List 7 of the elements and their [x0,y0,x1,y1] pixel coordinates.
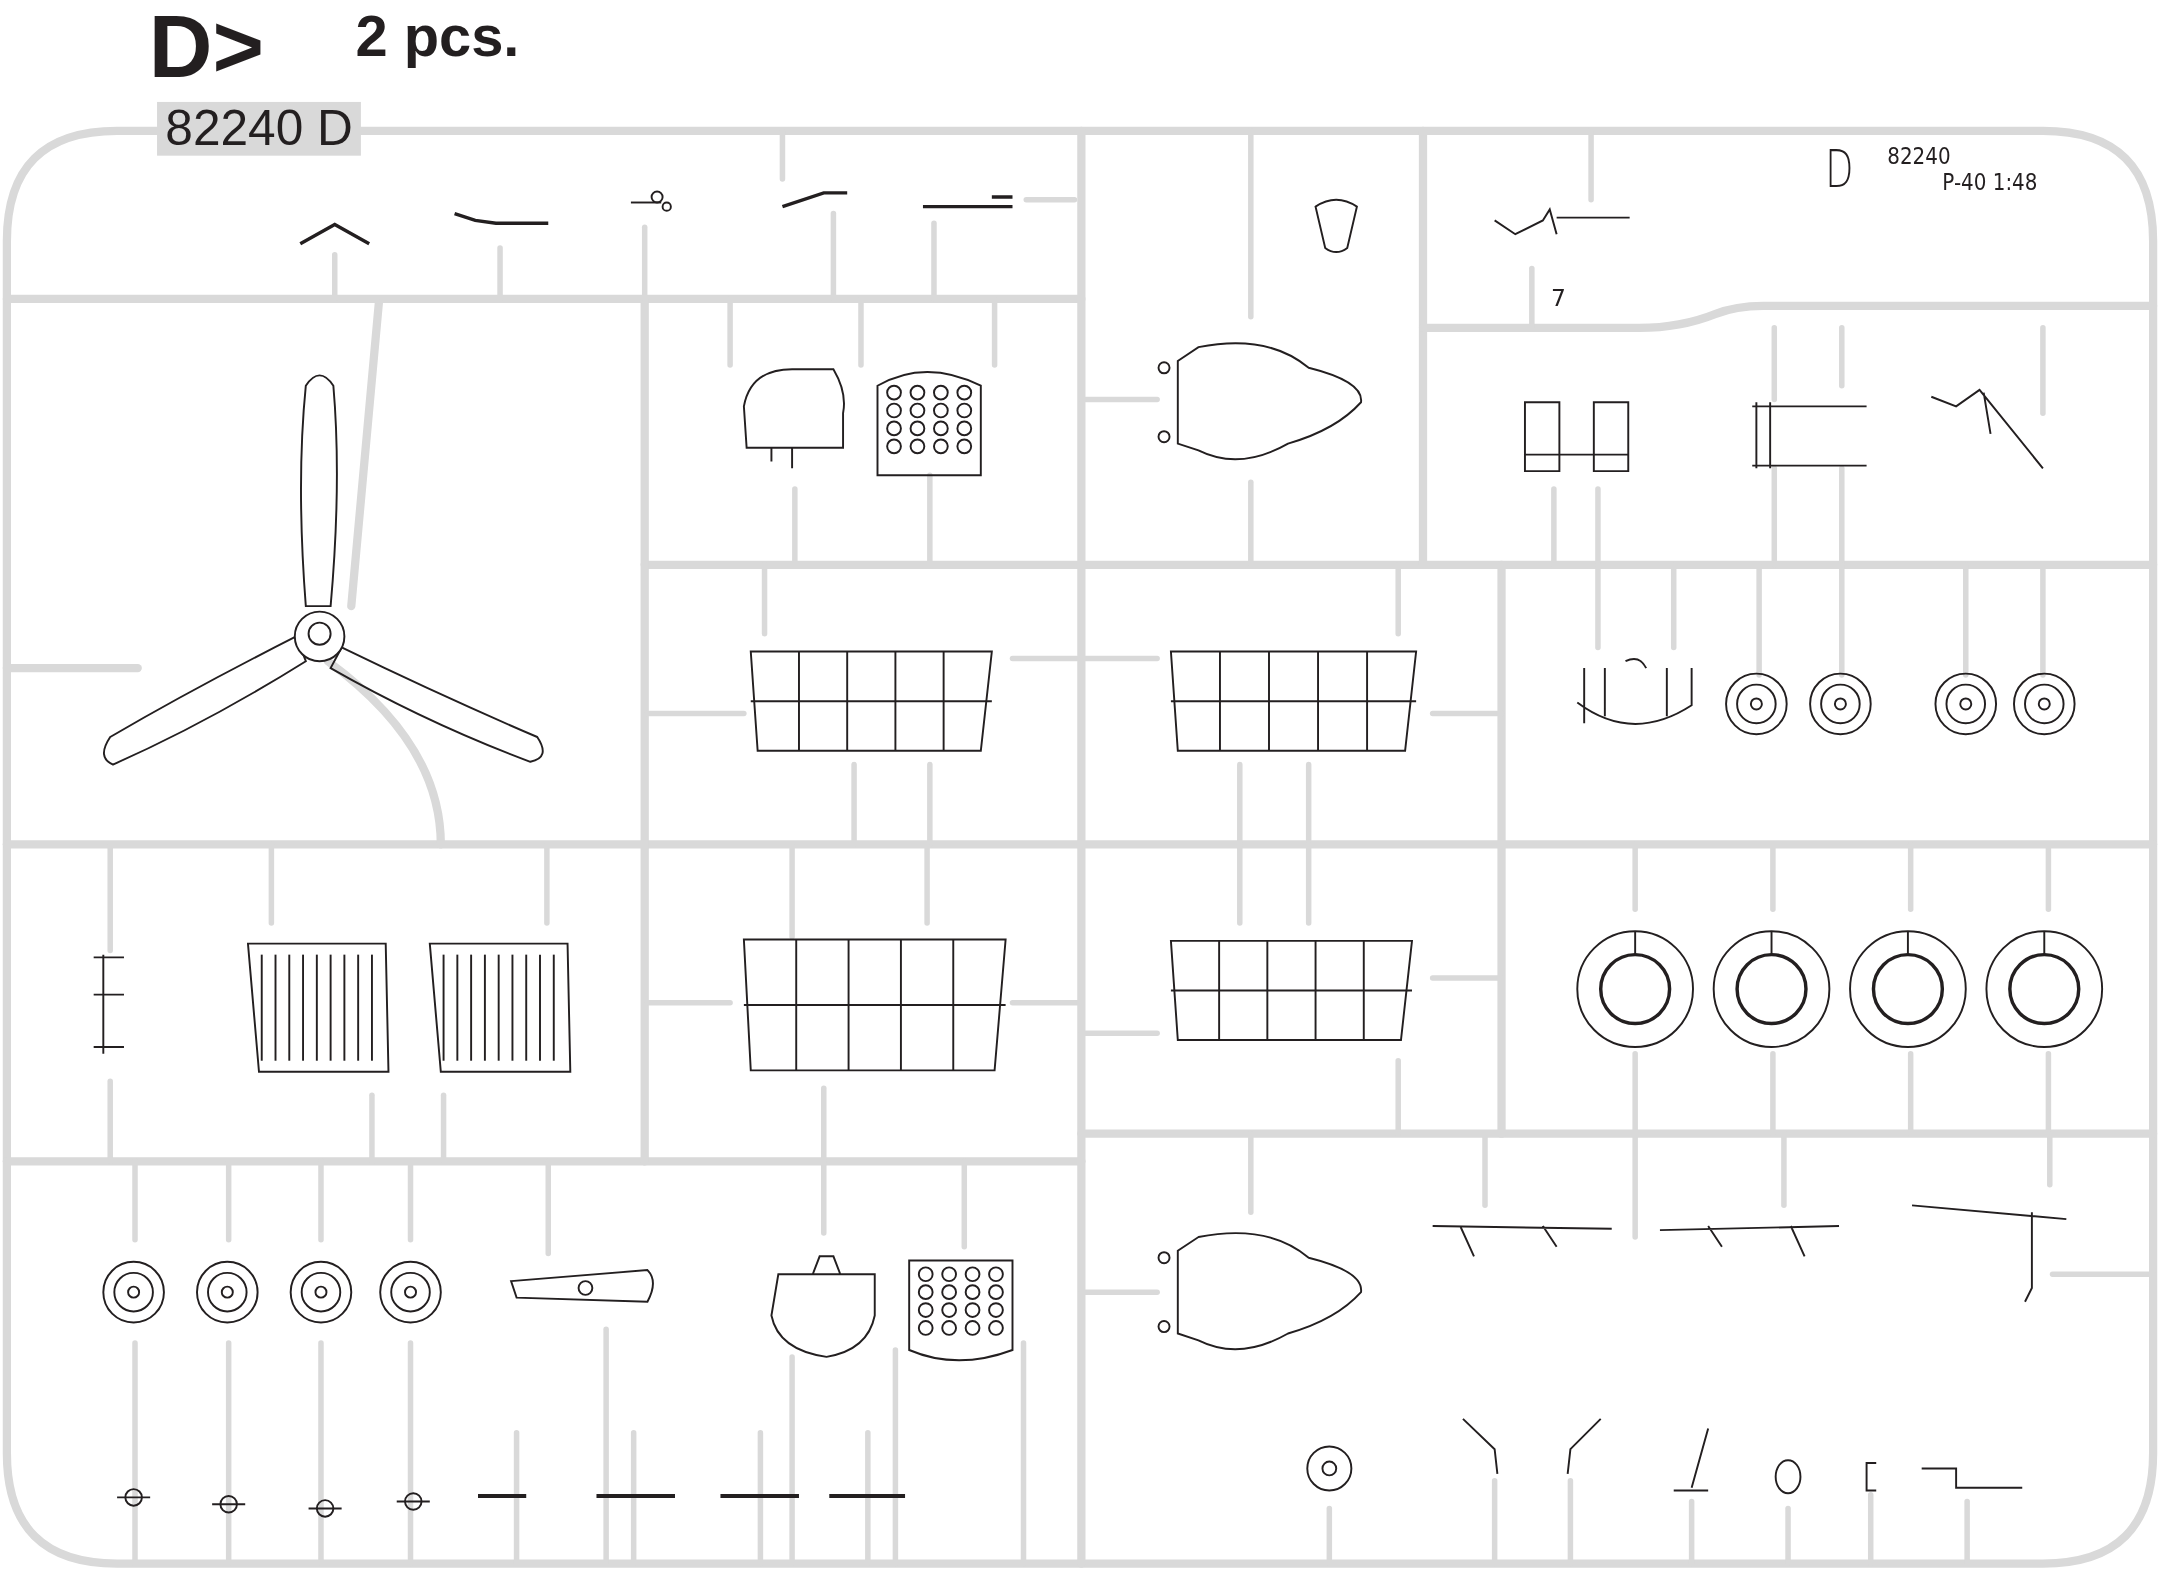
quantity-heading: 2 pcs. [355,8,520,67]
part-number: 7 [1551,286,1567,310]
sprue-letter: D [1825,143,1854,196]
sprue-code-label: 82240 D [157,101,362,156]
sprue-letter-heading: D> [148,2,264,91]
model-scale-text: P-40 1:48 [1942,170,2038,195]
catalog-number: 82240 [1887,144,1951,169]
